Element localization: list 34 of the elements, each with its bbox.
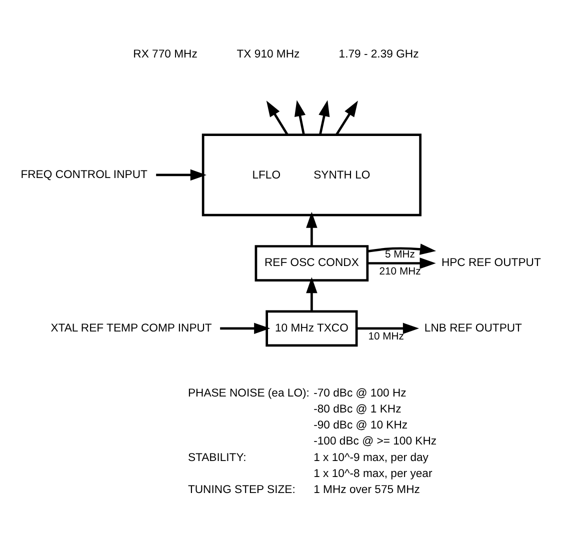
label: -100 dBc @ >= 100 KHz bbox=[314, 436, 437, 448]
label: -70 dBc @ 100 Hz bbox=[314, 388, 406, 400]
arrow bbox=[266, 100, 288, 136]
node-text: LNB REF OUTPUT bbox=[424, 322, 522, 334]
label: TX 910 MHz bbox=[236, 48, 300, 61]
label: 1 x 10^-8 max, per year bbox=[314, 468, 432, 480]
label: RX 770 MHz bbox=[133, 48, 198, 61]
arrow bbox=[220, 322, 270, 334]
arrow bbox=[368, 258, 436, 269]
arrow bbox=[356, 322, 420, 334]
node-text: HPC REF OUTPUT bbox=[441, 257, 541, 270]
arrow bbox=[306, 277, 318, 312]
arrow bbox=[156, 169, 206, 181]
node-text: FREQ CONTROL INPUT bbox=[20, 168, 148, 181]
label: 1 x 10^-9 max, per day bbox=[314, 452, 428, 464]
edge-label: 10 MHz bbox=[368, 332, 404, 343]
node-box: REF OSC CONDX bbox=[254, 245, 369, 282]
label: 1.79 - 2.39 GHz bbox=[338, 48, 419, 61]
label: -90 dBc @ 10 KHz bbox=[314, 420, 408, 432]
arrow bbox=[294, 100, 306, 135]
label: TUNING STEP SIZE: bbox=[188, 484, 296, 496]
arrow bbox=[306, 212, 318, 246]
label: STABILITY: bbox=[188, 452, 246, 464]
edge-label: 5 MHz bbox=[385, 249, 416, 260]
label: 1 MHz over 575 MHz bbox=[314, 484, 420, 496]
arrow bbox=[318, 100, 330, 135]
edge-label: 210 MHz bbox=[379, 266, 421, 278]
arrow bbox=[336, 100, 358, 136]
label: -80 dBc @ 1 KHz bbox=[314, 404, 402, 416]
node-box: 10 MHz TXCO bbox=[266, 310, 358, 347]
node-text: XTAL REF TEMP COMP INPUT bbox=[50, 322, 212, 334]
arrow bbox=[367, 244, 436, 255]
label: PHASE NOISE (ea LO): bbox=[188, 388, 310, 400]
node-box: LFLO SYNTH LO bbox=[202, 134, 422, 216]
